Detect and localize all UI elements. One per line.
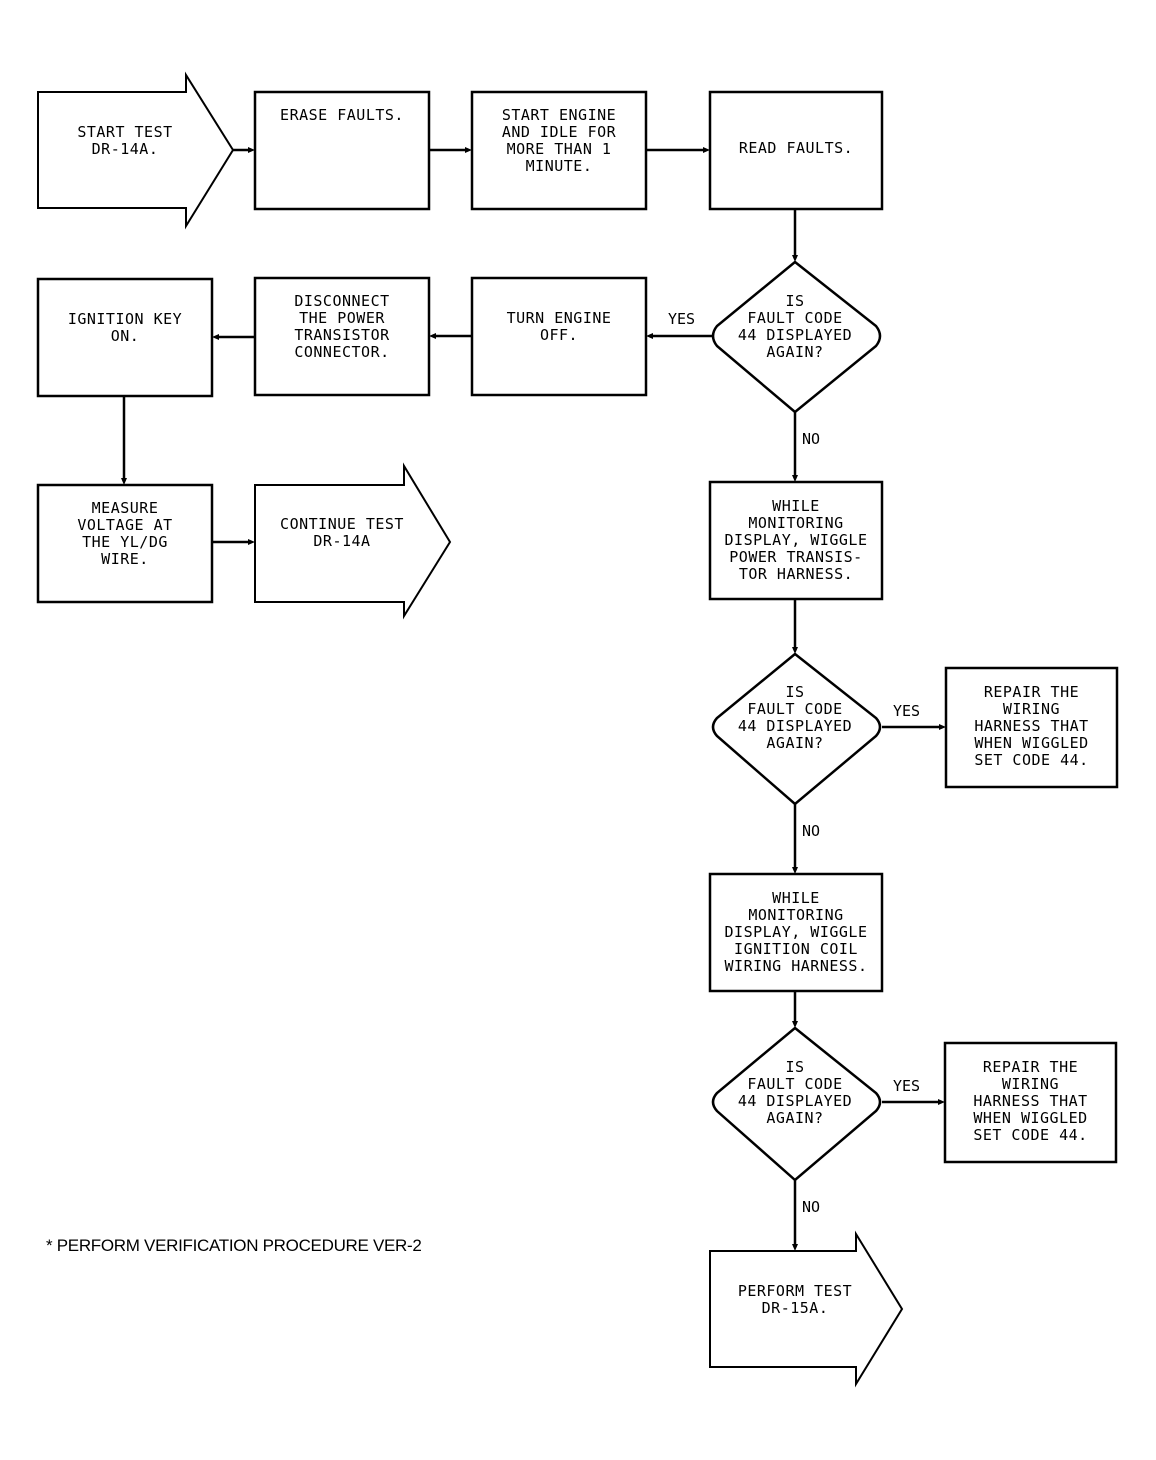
decision-3-yes-label: YES	[893, 1077, 921, 1095]
decision-1-no-label: NO	[802, 430, 821, 448]
decision-1-yes-label: YES	[668, 310, 696, 328]
perform-arrow-shape	[709, 1230, 904, 1388]
start-engine-box	[470, 90, 648, 211]
wiggle-power-transistor-box	[708, 480, 884, 601]
erase-faults-label: ERASE FAULTS.	[280, 106, 404, 124]
repair-2-box	[943, 1041, 1118, 1164]
decision-2-yes-label: YES	[893, 702, 921, 720]
read-faults-label: READ FAULTS.	[738, 139, 854, 157]
decision-1-label: IS FAULT CODE 44 DISPLAYED AGAIN?	[737, 292, 853, 361]
repair-1-box	[944, 666, 1119, 789]
erase-faults-box	[253, 90, 431, 211]
arrowhead	[465, 147, 472, 153]
measure-voltage-label: MEASURE VOLTAGE AT THE YL/DG WIRE.	[77, 499, 173, 568]
decision-3-label: IS FAULT CODE 44 DISPLAYED AGAIN?	[737, 1058, 853, 1127]
measure-voltage-box	[36, 483, 214, 604]
decision-2-no-label: NO	[802, 822, 821, 840]
continue-arrow-shape	[254, 462, 452, 620]
arrowhead	[792, 475, 798, 482]
arrowhead	[792, 1244, 798, 1251]
repair-2-label: REPAIR THE WIRING HARNESS THAT WHEN WIGG…	[973, 1058, 1088, 1144]
arrowhead	[121, 478, 127, 485]
disconnect-label: DISCONNECT THE POWER TRANSISTOR CONNECTO…	[294, 292, 390, 361]
turn-engine-off-label: TURN ENGINE OFF.	[506, 309, 612, 344]
decision-3-no-label: NO	[802, 1198, 821, 1216]
decision-2-label: IS FAULT CODE 44 DISPLAYED AGAIN?	[737, 683, 853, 752]
ignition-key-label: IGNITION KEY ON.	[67, 310, 183, 345]
arrowhead	[429, 333, 436, 339]
arrowhead	[792, 867, 798, 874]
arrowhead	[248, 539, 255, 545]
wiggle-power-transistor-label: WHILE MONITORING DISPLAY, WIGGLE POWER T…	[724, 497, 868, 583]
perform-test-label: PERFORM TEST DR-15A.	[737, 1282, 853, 1317]
arrowhead	[939, 724, 946, 730]
read-faults-box	[708, 90, 884, 211]
arrowhead	[938, 1099, 945, 1105]
arrowhead	[792, 1021, 798, 1028]
arrowhead	[792, 647, 798, 654]
repair-1-label: REPAIR THE WIRING HARNESS THAT WHEN WIGG…	[974, 683, 1089, 769]
arrowhead	[248, 147, 255, 153]
continue-test-label: CONTINUE TEST DR-14A	[280, 515, 404, 550]
disconnect-box	[253, 276, 431, 397]
start-arrow-shape	[37, 71, 235, 230]
wiggle-ignition-coil-box	[708, 872, 884, 993]
start-test-label: START TEST DR-14A.	[77, 123, 173, 158]
start-engine-label: START ENGINE AND IDLE FOR MORE THAN 1 MI…	[501, 106, 617, 175]
arrowhead	[212, 334, 219, 340]
arrowhead	[646, 333, 653, 339]
arrowhead	[703, 147, 710, 153]
verification-footnote: * PERFORM VERIFICATION PROCEDURE VER-2	[46, 1236, 422, 1255]
wiggle-ignition-coil-label: WHILE MONITORING DISPLAY, WIGGLE IGNITIO…	[724, 889, 868, 975]
ignition-key-box	[36, 277, 214, 398]
arrowhead	[792, 255, 798, 262]
